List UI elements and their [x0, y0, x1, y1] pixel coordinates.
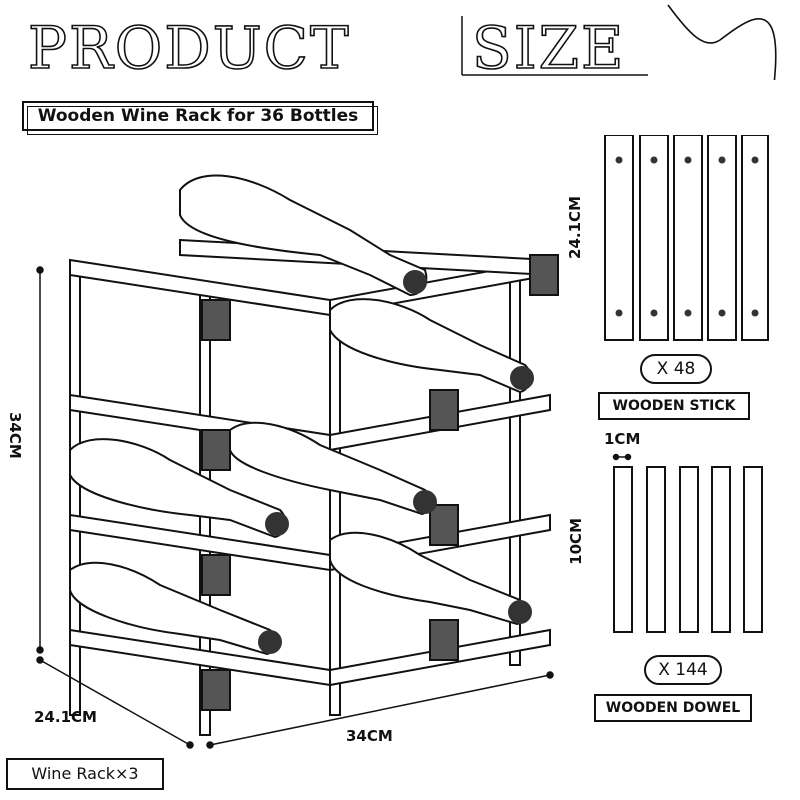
dowel-quantity: X 144 — [644, 655, 722, 685]
stick-length-label: 24.1CM — [566, 196, 584, 259]
wooden-stick-illustration — [604, 135, 769, 341]
wooden-dowel-illustration — [612, 453, 763, 633]
dowel-length-label: 10CM — [567, 518, 585, 565]
wine-rack-illustration — [36, 174, 559, 749]
title-size: SIZE — [472, 14, 625, 80]
page-title: PRODUCT SIZE — [27, 4, 777, 80]
rack-height-label: 34CM — [6, 412, 24, 459]
package-count-label: Wine Rack×3 — [6, 758, 164, 790]
dowel-name: WOODEN DOWEL — [594, 694, 752, 722]
rack-width-label: 34CM — [346, 727, 393, 745]
product-subtitle: Wooden Wine Rack for 36 Bottles — [22, 101, 378, 135]
stick-quantity: X 48 — [640, 354, 712, 384]
title-product: PRODUCT — [28, 14, 351, 80]
decorative-curl — [667, 4, 777, 80]
stick-name: WOODEN STICK — [598, 392, 750, 420]
dowel-diameter-label: 1CM — [604, 430, 641, 448]
rack-depth-label: 24.1CM — [34, 708, 97, 726]
